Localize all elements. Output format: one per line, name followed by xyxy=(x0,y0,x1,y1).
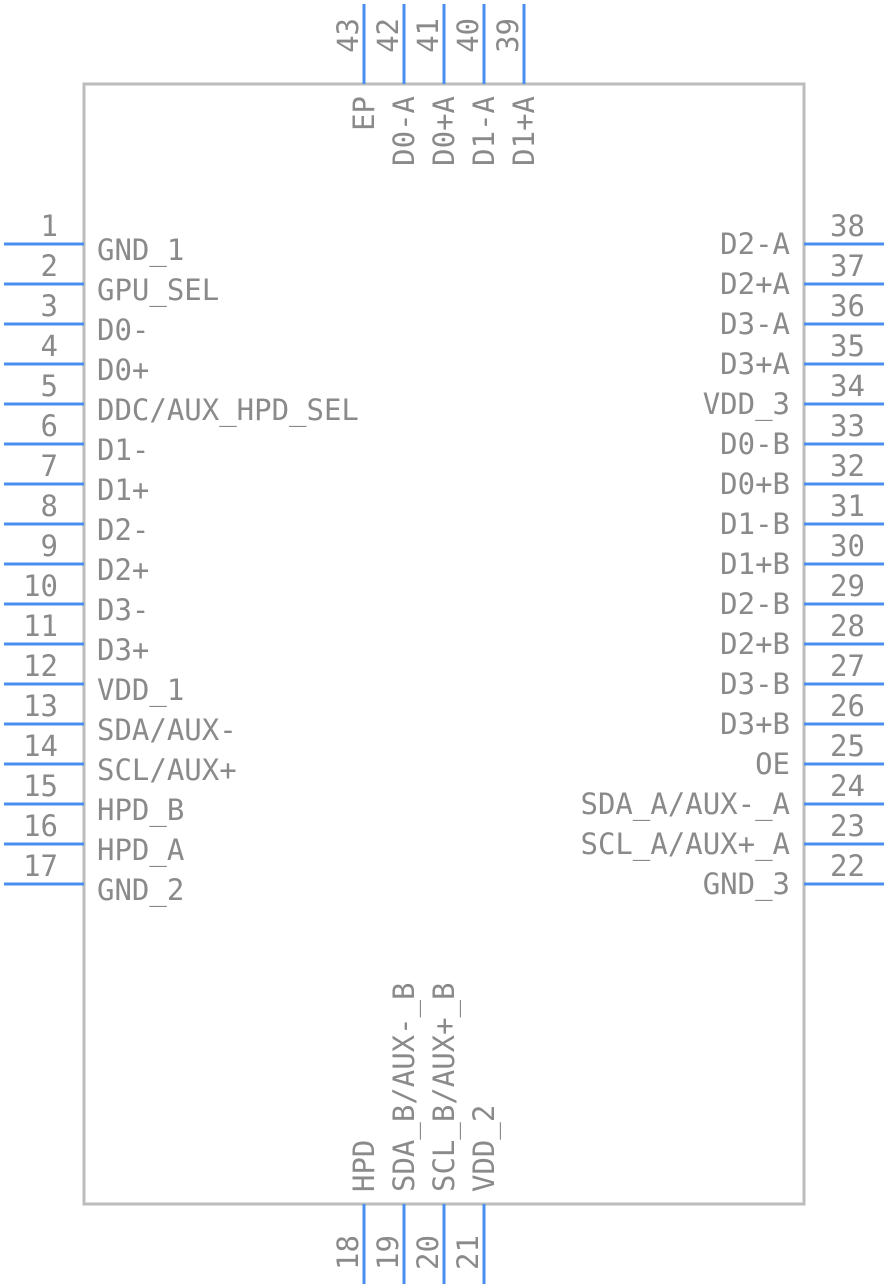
pin-37-number: 37 xyxy=(830,249,865,283)
pin-13-number: 13 xyxy=(23,689,58,723)
pin-label-d3-b: D3-B xyxy=(720,667,790,701)
pin-label-d0: D0+ xyxy=(97,353,149,387)
pin-30-number: 30 xyxy=(830,529,865,563)
pin-label-gpu-sel: GPU_SEL xyxy=(97,273,219,308)
pin-33-number: 33 xyxy=(830,409,865,443)
pin-group: 1GND_12GPU_SEL3D0-4D0+5DDC/AUX_HPD_SEL6D… xyxy=(4,4,884,1284)
pin-39-number: 39 xyxy=(491,18,525,53)
pin-label-ep: EP xyxy=(347,96,381,131)
pin-15-number: 15 xyxy=(23,769,58,803)
pin-label-gnd-2: GND_2 xyxy=(97,873,184,908)
pin-42-number: 42 xyxy=(371,18,405,53)
pin-label-vdd-2: VDD_2 xyxy=(467,1105,502,1192)
pin-10-number: 10 xyxy=(23,569,58,603)
pin-32-number: 32 xyxy=(830,449,865,483)
pin-27-number: 27 xyxy=(830,649,865,683)
pin-5-number: 5 xyxy=(41,369,58,403)
pin-22-number: 22 xyxy=(830,849,865,883)
pin-label-d3-a: D3-A xyxy=(720,307,790,341)
pin-label-d3: D3+ xyxy=(97,633,149,667)
pin-34-number: 34 xyxy=(830,369,865,403)
pin-label-scl-b-aux-b: SCL_B/AUX+_B xyxy=(427,982,462,1192)
pin-label-d1-a: D1+A xyxy=(507,96,541,166)
pin-label-d2-b: D2+B xyxy=(720,627,790,661)
pin-2-number: 2 xyxy=(41,249,58,283)
pin-label-vdd-1: VDD_1 xyxy=(97,673,184,708)
pin-29-number: 29 xyxy=(830,569,865,603)
pin-label-ddc-aux-hpd-sel: DDC/AUX_HPD_SEL xyxy=(97,393,359,428)
pin-26-number: 26 xyxy=(830,689,865,723)
pin-16-number: 16 xyxy=(23,809,58,843)
pin-label-d1: D1- xyxy=(97,433,149,467)
pin-label-d3: D3- xyxy=(97,593,149,627)
pin-35-number: 35 xyxy=(830,329,865,363)
pin-label-vdd-3: VDD_3 xyxy=(703,387,790,422)
pin-label-sda-aux: SDA/AUX- xyxy=(97,713,237,747)
pin-3-number: 3 xyxy=(41,289,58,323)
pin-label-scl-aux: SCL/AUX+ xyxy=(97,753,237,787)
pin-9-number: 9 xyxy=(41,529,58,563)
pin-6-number: 6 xyxy=(41,409,58,443)
pin-12-number: 12 xyxy=(23,649,58,683)
pin-40-number: 40 xyxy=(451,18,485,53)
pin-label-d0-b: D0-B xyxy=(720,427,790,461)
pin-label-d3-b: D3+B xyxy=(720,707,790,741)
pin-18-number: 18 xyxy=(331,1235,365,1270)
pin-11-number: 11 xyxy=(23,609,58,643)
pin-label-d2-a: D2+A xyxy=(720,267,790,301)
pin-label-d2-a: D2-A xyxy=(720,227,790,261)
pin-label-d0-a: D0-A xyxy=(387,96,421,166)
pin-24-number: 24 xyxy=(830,769,865,803)
pin-41-number: 41 xyxy=(411,18,445,53)
pin-31-number: 31 xyxy=(830,489,865,523)
pin-label-d2-b: D2-B xyxy=(720,587,790,621)
pin-label-d1-b: D1+B xyxy=(720,547,790,581)
pin-38-number: 38 xyxy=(830,209,865,243)
pin-14-number: 14 xyxy=(23,729,58,763)
pin-label-hpd-b: HPD_B xyxy=(97,793,184,828)
pin-7-number: 7 xyxy=(41,449,58,483)
pin-25-number: 25 xyxy=(830,729,865,763)
pin-label-d1-b: D1-B xyxy=(720,507,790,541)
pin-4-number: 4 xyxy=(41,329,58,363)
pin-17-number: 17 xyxy=(23,849,58,883)
pin-label-d1: D1+ xyxy=(97,473,149,507)
pin-36-number: 36 xyxy=(830,289,865,323)
pin-label-gnd-1: GND_1 xyxy=(97,233,184,268)
pin-label-d1-a: D1-A xyxy=(467,96,501,166)
pin-1-number: 1 xyxy=(41,209,58,243)
pin-label-scl-a-aux-a: SCL_A/AUX+_A xyxy=(580,827,790,862)
pin-label-oe: OE xyxy=(755,747,790,781)
pin-label-d0-b: D0+B xyxy=(720,467,790,501)
pin-label-sda-a-aux-a: SDA_A/AUX-_A xyxy=(580,787,790,822)
pin-label-d0: D0- xyxy=(97,313,149,347)
pin-label-d0-a: D0+A xyxy=(427,96,461,166)
pin-20-number: 20 xyxy=(411,1235,445,1270)
pin-label-d2: D2- xyxy=(97,513,149,547)
pin-43-number: 43 xyxy=(331,18,365,53)
pin-23-number: 23 xyxy=(830,809,865,843)
pin-label-d2: D2+ xyxy=(97,553,149,587)
pin-28-number: 28 xyxy=(830,609,865,643)
pin-label-hpd: HPD xyxy=(347,1140,381,1192)
pin-label-gnd-3: GND_3 xyxy=(703,867,790,902)
pin-label-hpd-a: HPD_A xyxy=(97,833,184,868)
pin-19-number: 19 xyxy=(371,1235,405,1270)
pin-8-number: 8 xyxy=(41,489,58,523)
pin-label-d3-a: D3+A xyxy=(720,347,790,381)
pin-label-sda-b-aux-b: SDA_B/AUX-_B xyxy=(387,982,422,1192)
pin-21-number: 21 xyxy=(451,1235,485,1270)
